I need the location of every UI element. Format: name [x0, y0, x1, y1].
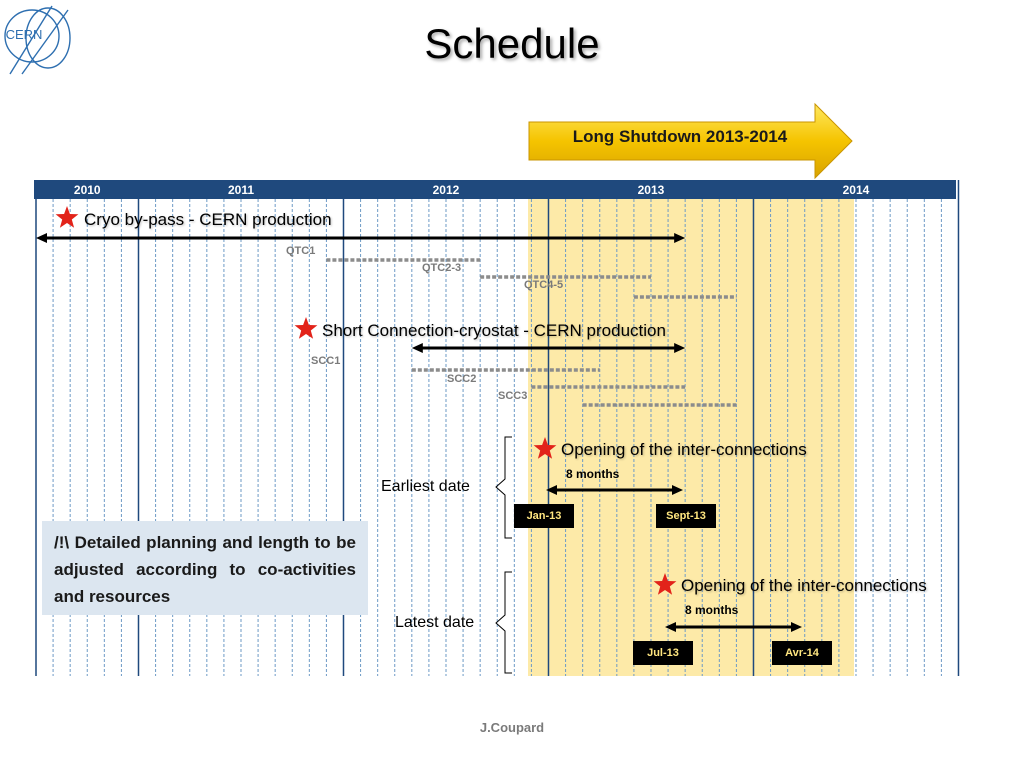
date-badge-jul-13: Jul-13	[633, 641, 693, 665]
subtask-label-scc2: SCC2	[447, 373, 477, 385]
task-arrow-short-connection-head-right	[674, 343, 686, 353]
scenario-duration-earliest: 8 months	[566, 467, 620, 481]
star-icon	[653, 573, 677, 595]
date-badge-sept-13: Sept-13	[656, 504, 716, 528]
scenario-arrow-latest-head-right	[791, 622, 802, 632]
subtask-label-qtc4-5: QTC4-5	[524, 279, 564, 291]
footer-author: J.Coupard	[479, 720, 545, 735]
star-icon	[294, 317, 318, 339]
date-badge-avr-14: Avr-14	[772, 641, 832, 665]
task-arrow-cryo-bypass-head-right	[674, 233, 686, 243]
shutdown-label: Long Shutdown 2013-2014	[572, 127, 788, 146]
task-label-short-connection: Short Connection-cryostat - CERN product…	[322, 321, 666, 340]
scenario-arrow-latest-head-left	[665, 622, 676, 632]
planning-note: /!\ Detailed planning and length to be a…	[42, 521, 368, 615]
task-bars	[36, 206, 802, 632]
scenario-brackets	[495, 436, 512, 674]
year-label: 2011	[228, 183, 254, 197]
subtask-label-scc1: SCC1	[311, 355, 341, 367]
logo-text: CERN	[6, 27, 43, 42]
subtask-label-qtc2-3: QTC2-3	[422, 262, 462, 274]
year-label: 2010	[74, 183, 101, 197]
task-label-cryo-bypass: Cryo by-pass - CERN production	[84, 210, 332, 229]
star-icon	[533, 437, 557, 459]
year-label: 2014	[843, 183, 870, 197]
scenario-duration-latest: 8 months	[685, 603, 739, 617]
cern-logo: CERN	[4, 5, 71, 75]
year-label: 2013	[638, 183, 665, 197]
scenario-label-latest: Latest date	[395, 614, 475, 631]
page-title: Schedule	[424, 20, 600, 67]
year-label: 2012	[433, 183, 460, 197]
scenario-arrow-earliest	[546, 485, 683, 495]
task-arrow-short-connection	[411, 343, 686, 353]
scenario-arrow-earliest-head-right	[672, 485, 683, 495]
scenario-arrow-earliest-head-left	[546, 485, 557, 495]
bracket-earliest	[495, 436, 512, 539]
year-header-bar	[34, 180, 956, 199]
subtask-label-scc3: SCC3	[498, 390, 528, 402]
scenario-label-earliest: Earliest date	[381, 478, 470, 495]
year-labels: 2010 2011 2012 2013 2014	[74, 183, 870, 197]
star-icon	[55, 206, 79, 228]
bracket-latest	[495, 571, 512, 674]
task-arrow-short-connection-head-left	[411, 343, 423, 353]
date-badge-jan-13: Jan-13	[514, 504, 574, 528]
task-arrow-cryo-bypass	[36, 233, 686, 243]
task-arrow-cryo-bypass-head-left	[36, 233, 47, 243]
scenario-event-earliest: Opening of the inter-connections	[561, 440, 807, 459]
subtask-label-qtc1: QTC1	[286, 245, 316, 257]
scenario-arrow-latest	[665, 622, 802, 632]
scenario-event-latest: Opening of the inter-connections	[681, 576, 927, 595]
shutdown-arrow	[528, 102, 853, 180]
